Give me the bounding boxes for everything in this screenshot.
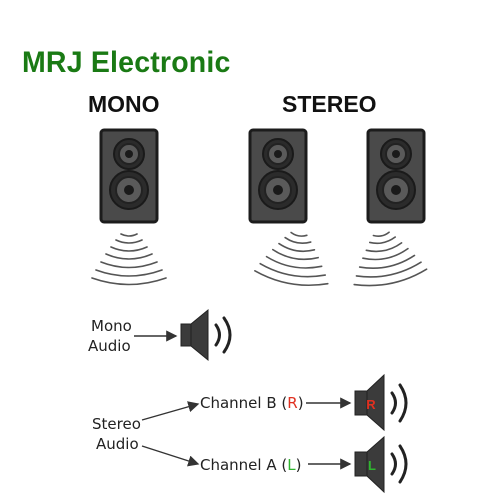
channel-b-prefix: Channel B ( [200, 394, 288, 412]
stereo-right-sound-waves-icon [344, 225, 429, 292]
stereo-label-line2: Audio [96, 435, 139, 453]
stereo-heading: STEREO [282, 91, 377, 117]
channel-b-speaker-volume-icon [354, 373, 408, 432]
channel-a-speaker-volume-icon [354, 435, 408, 494]
channel-a-label: Channel A (L) [200, 455, 301, 475]
mono-label-line2: Audio [88, 337, 131, 355]
stereo-left-sound-waves-icon [252, 226, 337, 291]
stereo-left-speaker-cabinet-icon [248, 128, 308, 224]
mono-speaker-volume-icon [180, 308, 232, 362]
brand-title: MRJ Electronic [22, 46, 231, 79]
channel-b-label: Channel B (R) [200, 393, 304, 413]
mono-sound-waves-icon [91, 233, 167, 286]
channel-a-suffix: ) [295, 456, 302, 474]
stereo-to-channel-b-arrow-icon [141, 401, 200, 421]
stereo-label-line1: Stereo [92, 415, 141, 433]
stereo-to-channel-a-arrow-icon [141, 445, 200, 467]
channel-a-speaker-letter: L [368, 458, 376, 473]
channel-a-letter: L [287, 456, 296, 474]
stereo-right-speaker-cabinet-icon [366, 128, 426, 224]
mono-speaker-cabinet-icon [99, 128, 159, 224]
mono-label-line1: Mono [91, 317, 132, 335]
channel-b-letter: R [287, 394, 298, 412]
mono-heading: MONO [88, 91, 160, 117]
channel-a-prefix: Channel A ( [200, 456, 288, 474]
channel-b-suffix: ) [297, 394, 304, 412]
channel-b-speaker-letter: R [366, 397, 376, 412]
